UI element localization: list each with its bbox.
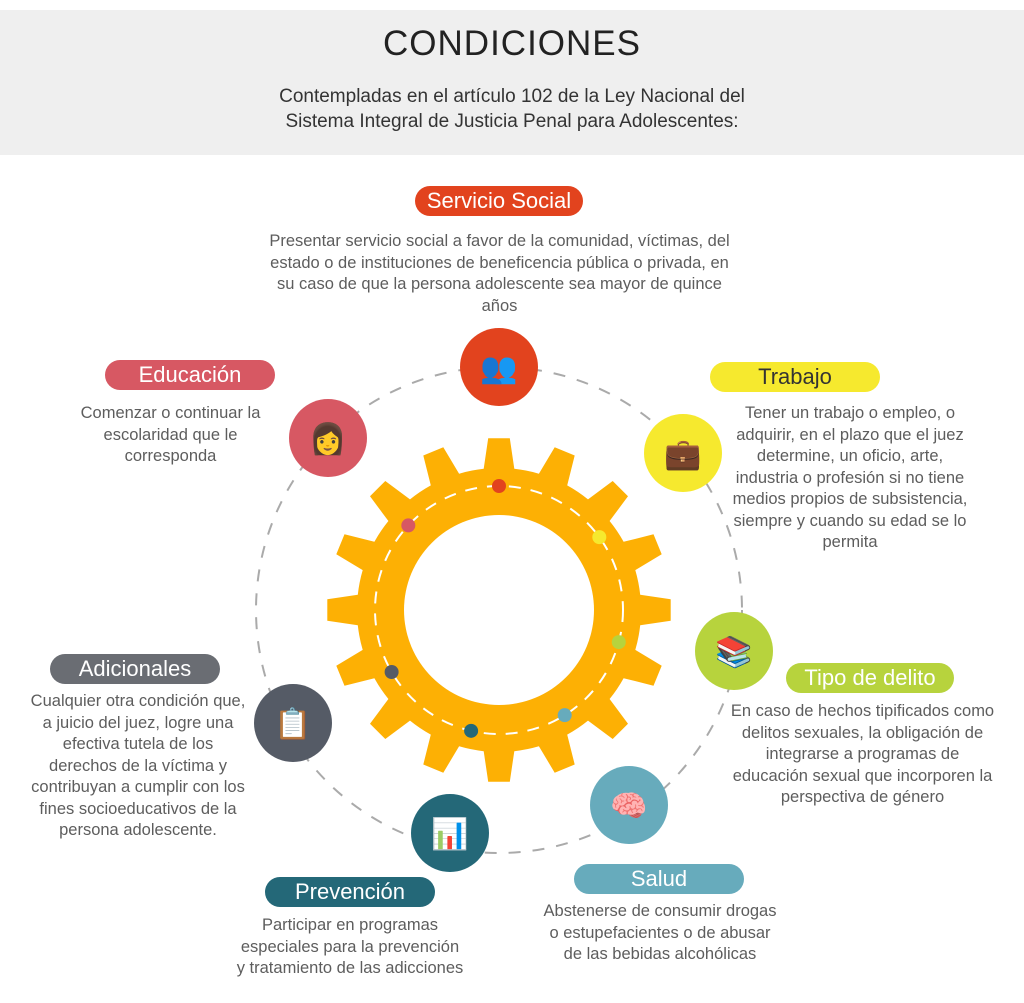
gear-hole [404,515,594,705]
binders-icon: 📚 [715,635,752,669]
outer-dashed-orbit [255,366,743,854]
clipboard-badge [254,684,332,762]
label-trabajo: Trabajo [710,362,880,392]
presentation-badge [411,794,489,872]
label-salud: Salud [574,864,744,894]
gear-dot [492,479,506,493]
header-band [0,10,1024,155]
brain-icon: 🧠 [610,790,647,823]
desc-salud: Abstenerse de consumir drogas o estupefa… [543,902,777,963]
gear-dot [611,635,626,650]
student-badge [289,399,367,477]
clipboard-icon: 📋 [274,706,311,741]
desc-prevencion: Participar en programas especiales para … [236,916,464,977]
label-adicionales: Adicionales [50,654,220,684]
subtitle: Contempladas en el artículo 102 de la Le… [0,84,1024,134]
gear-dot [384,665,399,679]
gear-dot [401,518,416,533]
inner-dashed-ring [374,485,624,735]
desc-tipo-de-delito: En caso de hechos tipificados como delit… [730,702,995,806]
page-title: CONDICIONES [383,24,641,63]
label-prevencion: Prevención [265,877,435,907]
label-tipo-de-delito: Tipo de delito [786,663,954,693]
subtitle-line-1: Contempladas en el artículo 102 de la Le… [279,86,745,107]
desc-servicio-social: Presentar servicio social a favor de la … [269,232,730,315]
gear-dot [464,723,479,738]
presentation-icon: 📊 [431,816,468,851]
desc-trabajo: Tener un trabajo o empleo, o adquirir, e… [732,404,968,551]
people-group-icon: 👥 [480,352,517,385]
binders-badge [695,612,773,690]
label-educacion: Educación [105,360,275,390]
subtitle-line-2: Sistema Integral de Justicia Penal para … [285,111,739,132]
label-servicio-social: Servicio Social [415,186,583,216]
gear-dot [592,530,607,545]
desc-educacion: Comenzar o continuar la escolaridad que … [80,404,261,465]
briefcase-icon: 💼 [664,438,701,471]
gear-dot [557,708,572,723]
brain-badge [590,766,668,844]
people-group-badge [460,328,538,406]
briefcase-badge [644,414,722,492]
desc-adicionales: Cualquier otra condición que, a juicio d… [30,692,246,839]
student-icon: 👩 [309,421,346,456]
